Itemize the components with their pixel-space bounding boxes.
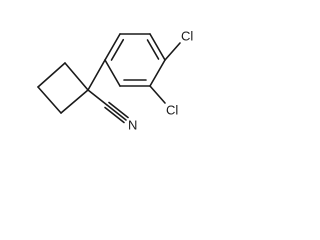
nitrile-triple-bond-center (106, 104, 127, 121)
benzene-bond-3 (149, 33, 166, 61)
cyclobutane-bond-right (60, 89, 89, 114)
benzene-double-bond-2 (146, 39, 160, 60)
chlorine-top-label: Cl (181, 28, 193, 43)
cyclobutane-ring (37, 62, 89, 114)
nitrile-single-bond (87, 89, 108, 106)
cyclobutane-bond-left (37, 62, 66, 88)
chlorine-top-bond (164, 42, 181, 61)
chlorine-bottom-bond (149, 85, 166, 104)
benzene-ring (104, 33, 166, 87)
benzene-bond-1 (104, 33, 121, 61)
nitrile-group (87, 89, 129, 124)
cyclobutane-bond-top (64, 62, 89, 91)
chemical-structure-diagram: Cl Cl N (37, 28, 193, 132)
benzene-double-bond-1 (110, 38, 125, 61)
chlorine-bottom-label: Cl (166, 102, 178, 117)
benzene-bond-4 (149, 59, 166, 87)
ring-to-phenyl-bond (87, 59, 106, 91)
nitrile-triple-bond-upper (108, 101, 129, 119)
nitrile-triple-bond-lower (104, 106, 125, 124)
cyclobutane-bond-bottom (37, 86, 62, 114)
nitrogen-label: N (128, 117, 137, 132)
benzene-bond-6 (104, 59, 121, 87)
